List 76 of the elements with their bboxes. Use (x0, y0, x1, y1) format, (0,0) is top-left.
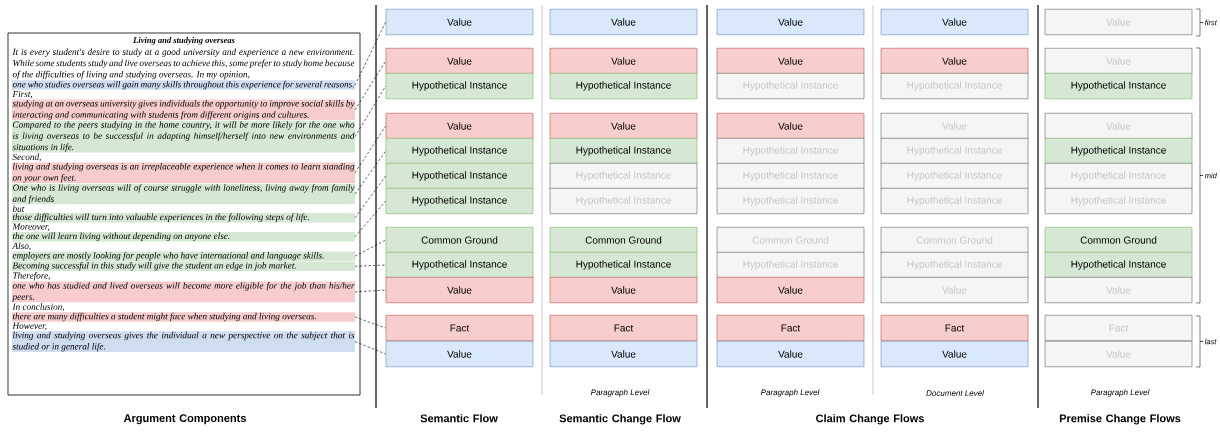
level-label: Document Level (926, 390, 985, 396)
component-box: Value (880, 47, 1029, 75)
passage-text: Therefore, (13, 272, 50, 281)
dashed-connector (354, 125, 386, 174)
highlighted-text: those difficulties will turn into valuable experiences in the following steps of life. (12, 213, 355, 223)
dashed-connector (354, 60, 386, 111)
highlighted-text: there are many difficulties a student might face when studying and living overseas. (12, 312, 355, 322)
highlighted-text: living and studying overseas is an irreplaceable experience when it comes to learn standing on your own feet. (12, 162, 355, 184)
component-box: Fact (880, 314, 1029, 342)
component-box: Value (385, 47, 534, 75)
component-box: Value (716, 8, 865, 36)
highlighted-text: one who has studied and lived overseas will become more eligible for the job than his/her peers. (11, 281, 355, 303)
component-box: Hypothetical Instance (549, 251, 698, 279)
component-box: Hypothetical Instance (549, 137, 698, 165)
passage-text: However, (12, 322, 47, 331)
passage-text: Also, (12, 242, 31, 251)
passage-text: First, (12, 90, 33, 99)
component-box: Value (716, 276, 865, 304)
component-box: Fact (385, 314, 534, 342)
component-box: Hypothetical Instance (1044, 137, 1193, 165)
component-box: Value (716, 340, 865, 368)
dashed-connector (354, 21, 386, 86)
component-box: Common Ground (1044, 226, 1193, 254)
highlighted-text: living and studying overseas gives the individual a new perspective on the subject that is studied or in general life. (12, 331, 355, 352)
dashed-connector (354, 239, 386, 257)
passage-text: Moreover, (12, 223, 50, 231)
component-box: Common Ground (549, 226, 698, 254)
component-box: Value (549, 340, 698, 368)
dashed-connector (354, 150, 386, 195)
component-box: Value (385, 340, 534, 368)
component-box: Value (549, 47, 698, 75)
component-box: Hypothetical Instance (385, 187, 534, 215)
component-box: Value (716, 112, 865, 140)
column-heading: Semantic Change Flow (559, 414, 681, 425)
component-box: Value (716, 47, 865, 75)
column-heading: Claim Change Flows (816, 414, 924, 425)
dashed-connector (354, 316, 386, 329)
component-box: Value (549, 8, 698, 36)
highlighted-text: studying at an overseas university gives individuals the opportunity to improve social skills by interacting and communicating with students from different origins and cultures. (12, 99, 355, 121)
component-box: Hypothetical Instance (1044, 251, 1193, 279)
dashed-connector (354, 175, 386, 219)
component-box: Value (385, 8, 534, 36)
dashed-connector (354, 85, 386, 137)
component-box: Value (880, 8, 1029, 36)
dashed-connector (354, 264, 386, 267)
highlighted-text: one who studies overseas will gain many skills throughout this experience for several reasons. (12, 80, 355, 90)
component-box: Hypothetical Instance (385, 72, 534, 100)
component-box: Value (549, 276, 698, 304)
passage-text: In conclusion, (12, 303, 65, 312)
highlighted-text: the one will learn living without depending on anyone else. (12, 232, 355, 242)
level-label: Paragraph Level (760, 389, 820, 397)
component-box: Value (549, 112, 698, 140)
dashed-connector (354, 341, 386, 355)
passage-text: but (12, 205, 25, 212)
component-box: Fact (549, 314, 698, 342)
highlighted-text: Compared to the peers studying in the home country, it will be more likely for the one who is living overseas to be successful in adapting himself/herself into new environments and situations in life. (12, 120, 355, 153)
component-box: Hypothetical Instance (385, 162, 534, 190)
highlighted-text: Becoming successful in this study will give the student an edge in job market. (12, 261, 355, 271)
passage-text: Second, (12, 153, 41, 162)
level-label: Paragraph Level (1090, 389, 1150, 397)
highlighted-text: employers are mostly looking for people who have international and language skills. (12, 251, 355, 261)
component-box: Hypothetical Instance (1044, 72, 1193, 100)
dashed-connector (354, 289, 386, 293)
component-box: Value (385, 112, 534, 140)
component-box: Value (880, 340, 1029, 368)
column-heading: Premise Change Flows (1059, 414, 1181, 425)
column-heading: Semantic Flow (420, 414, 498, 423)
component-box: Common Ground (385, 226, 534, 254)
component-box: Fact (716, 314, 865, 342)
component-box: Hypothetical Instance (385, 137, 534, 165)
component-box: Hypothetical Instance (549, 72, 698, 100)
component-box: Hypothetical Instance (385, 251, 534, 279)
level-label: Paragraph Level (590, 389, 650, 397)
dashed-connector (354, 200, 386, 238)
column-heading: Argument Components (123, 414, 246, 425)
component-box: Value (385, 276, 534, 304)
